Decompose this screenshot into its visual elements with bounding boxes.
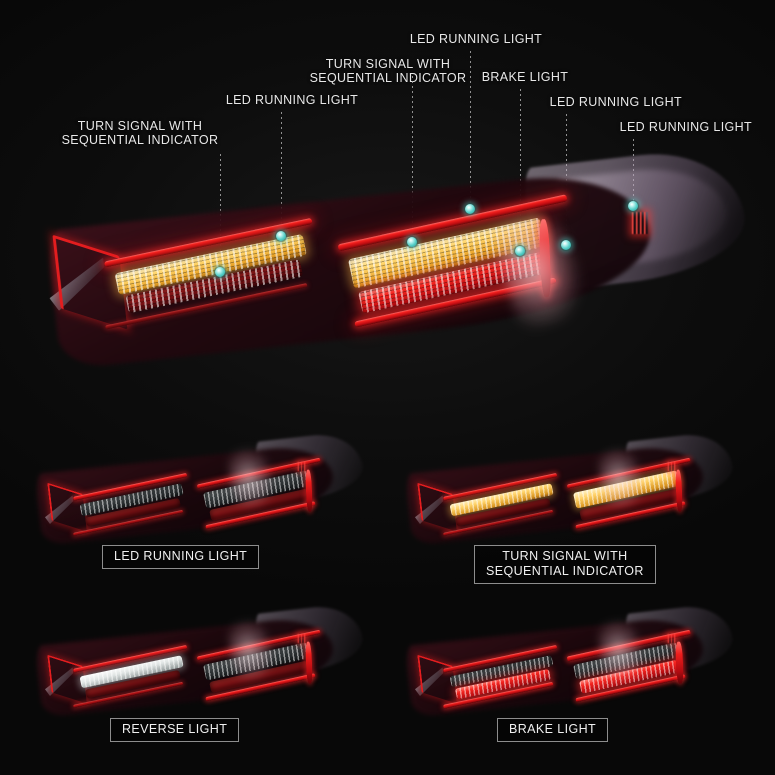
marker-dot-led-running-top[interactable] [465, 204, 475, 214]
variant-brake-light[interactable] [404, 602, 736, 719]
callout-label-led-running-right: LED RUNNING LIGHT [549, 95, 682, 109]
marker-dot-led-running-far[interactable] [628, 201, 638, 211]
side-marker-led [298, 462, 305, 471]
outer-edge-guide-right [305, 469, 313, 512]
marker-dot-led-running-left[interactable] [276, 231, 286, 241]
main-tail-light-assembly [44, 144, 751, 370]
callout-label-led-running-left: LED RUNNING LIGHT [225, 93, 359, 107]
leader-line-led-running-top [470, 51, 471, 208]
variant-caption-brake-light: BRAKE LIGHT [497, 718, 609, 742]
outer-edge-guide-right [675, 641, 684, 684]
callout-label-turn-signal-center: TURN SIGNAL WITH SEQUENTIAL INDICATOR [309, 57, 467, 85]
leader-line-brake-light [520, 89, 521, 250]
marker-dot-turn-signal-center[interactable] [407, 237, 417, 247]
callout-label-brake-light: BRAKE LIGHT [481, 70, 569, 84]
variant-caption-led-running-light: LED RUNNING LIGHT [102, 545, 260, 569]
callout-label-led-running-far: LED RUNNING LIGHT [619, 120, 752, 134]
variant-caption-reverse-light: REVERSE LIGHT [110, 718, 240, 742]
marker-dot-led-running-right[interactable] [561, 240, 571, 250]
side-marker-led [632, 212, 648, 234]
variant-turn-signal[interactable] [404, 430, 736, 547]
side-marker-led [668, 462, 675, 471]
marker-dot-brake-light[interactable] [515, 246, 525, 256]
leader-line-turn-signal-center [412, 76, 413, 241]
trunk-lid-lamp-unit [327, 170, 642, 353]
side-marker-led [668, 634, 675, 643]
side-marker-led [298, 634, 305, 643]
variant-caption-turn-signal: TURN SIGNAL WITH SEQUENTIAL INDICATOR [474, 545, 656, 584]
callout-label-turn-signal-left: TURN SIGNAL WITH SEQUENTIAL INDICATOR [61, 119, 219, 147]
outer-edge-guide-right [675, 469, 683, 512]
variant-reverse-light[interactable] [34, 602, 366, 719]
leader-line-led-running-left [281, 112, 282, 235]
marker-dot-turn-signal-left[interactable] [215, 267, 225, 277]
lens-hotspot [489, 205, 592, 334]
variant-led-running-light[interactable] [34, 430, 366, 547]
callout-label-led-running-top: LED RUNNING LIGHT [409, 32, 543, 46]
outer-edge-guide-right [305, 641, 313, 684]
